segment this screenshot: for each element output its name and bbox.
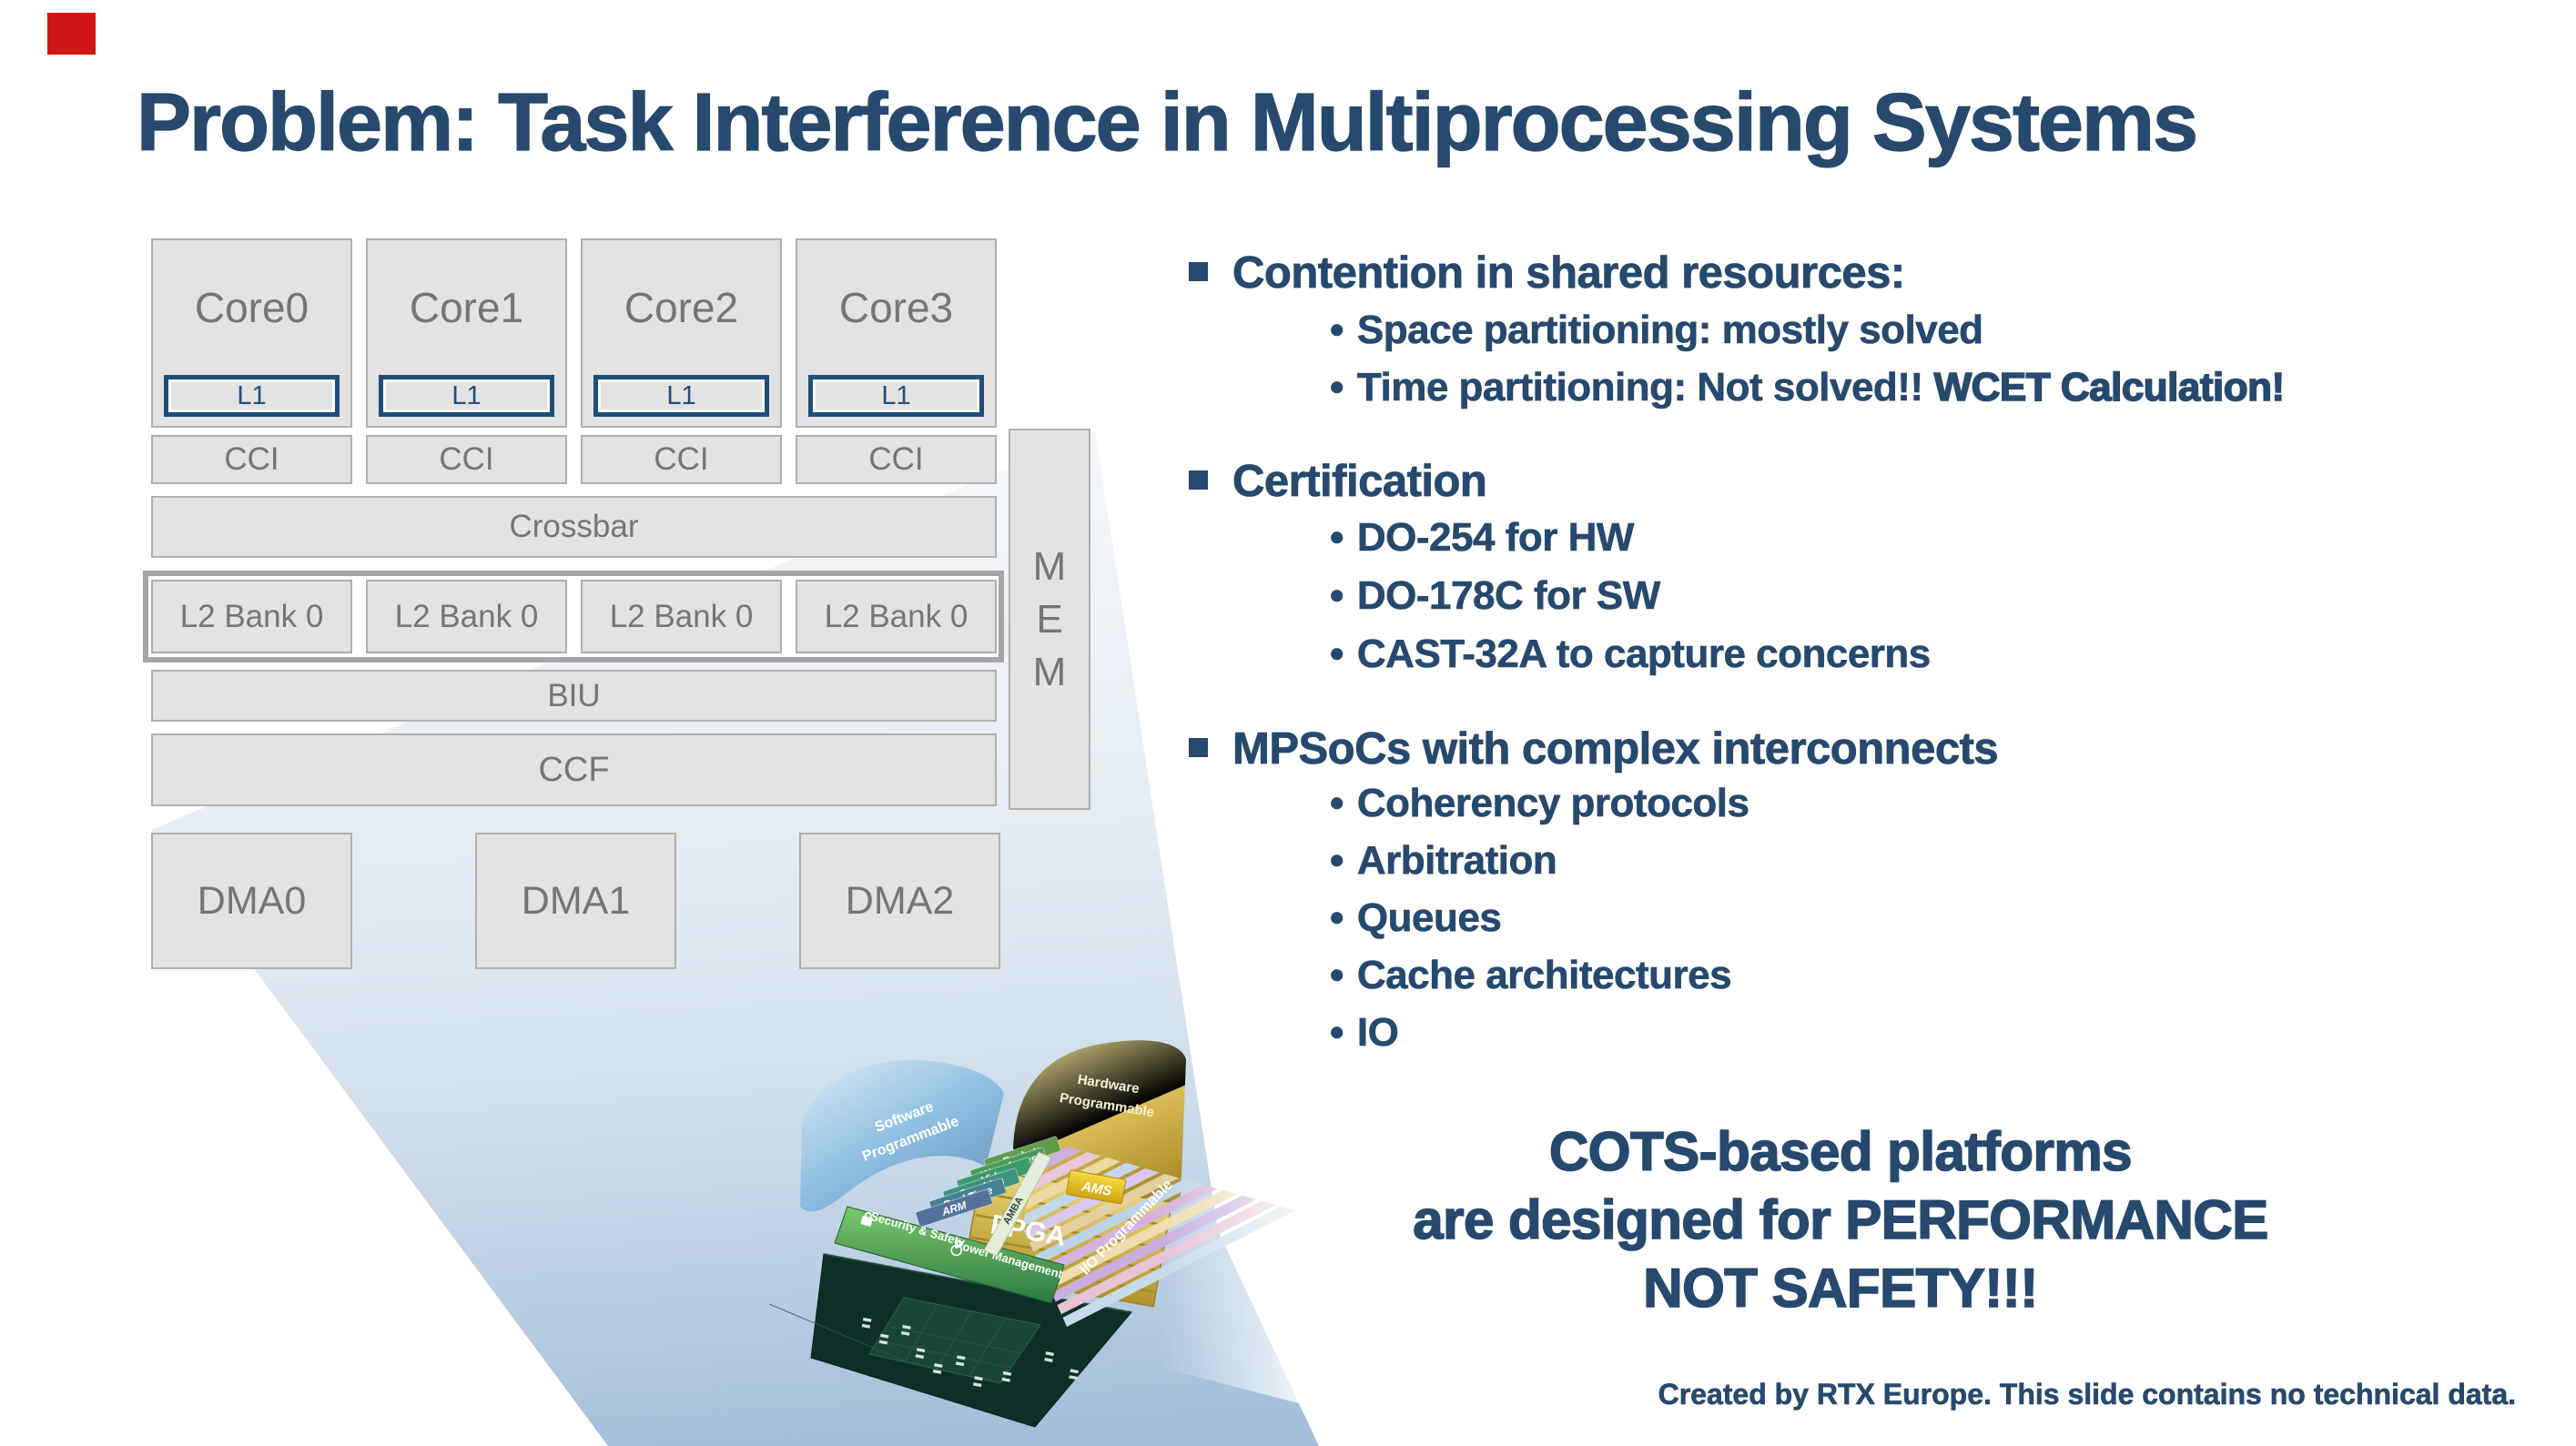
callout-line: are designed for PERFORMANCE [1412, 1188, 2269, 1251]
ccf-block: CCF [151, 733, 997, 806]
bullet-item: • DO-254 for HW [1330, 515, 1635, 561]
bullet-text-strong: WCET Calculation! [1933, 364, 2286, 410]
biu-block: BIU [151, 670, 997, 722]
bullet-item: • Coherency protocols [1330, 781, 1750, 826]
section-label: MPSoCs with complex interconnects [1232, 724, 1999, 774]
square-bullet-icon [1189, 738, 1208, 757]
bullet-text: IO [1356, 1010, 1400, 1056]
dot-bullet-icon: • [1330, 895, 1344, 941]
callout-line: NOT SAFETY!!! [1642, 1257, 2039, 1320]
dma-block: DMA0 [151, 833, 352, 969]
bullet-item: • Time partitioning: Not solved!!WCET Ca… [1330, 364, 2286, 410]
mem-letter: M [1032, 649, 1067, 694]
dma-block: DMA2 [799, 833, 1000, 969]
bullet-item: • Cache architectures [1330, 953, 1732, 998]
bullet-text: Cache architectures [1356, 953, 1732, 998]
core-label: Core1 [409, 284, 524, 331]
cci-block: CCI [796, 435, 997, 484]
dma-block: DMA1 [475, 833, 676, 969]
l1-cache-block: L1 [593, 375, 769, 417]
cci-block: CCI [581, 435, 782, 484]
red-corner-marker [47, 13, 96, 55]
footer-note: Created by RTX Europe. This slide contai… [1658, 1378, 2516, 1411]
chip-graphic: Software Programmable Hardware Programma… [769, 1040, 1326, 1428]
bullet-text: Space partitioning: mostly solved [1356, 308, 1984, 353]
mem-letter: M [1032, 543, 1067, 589]
bullet-item: • DO-178C for SW [1330, 573, 1661, 619]
core-label: Core2 [624, 284, 739, 331]
page-title: Problem: Task Interference in Multiproce… [136, 76, 2198, 168]
dot-bullet-icon: • [1330, 308, 1344, 353]
l2-bank-block: L2 Bank 0 [366, 580, 567, 653]
l1-cache-block: L1 [808, 375, 984, 417]
l2-cache-group: L2 Bank 0 L2 Bank 0 L2 Bank 0 L2 Bank 0 [143, 571, 1004, 662]
layer-stack: Packets Waveforms Video Graphics Real Ti… [915, 1136, 1061, 1228]
bullet-item: • Space partitioning: mostly solved [1330, 308, 1984, 353]
dot-bullet-icon: • [1330, 365, 1344, 410]
square-bullet-icon [1189, 262, 1208, 281]
square-bullet-icon [1189, 470, 1208, 490]
ams-label: AMS [1080, 1178, 1113, 1199]
bullet-text: DO-254 for HW [1356, 515, 1635, 561]
bullet-section: Contention in shared resources: [1189, 248, 1906, 298]
bullet-text: Arbitration [1356, 838, 1557, 884]
bullet-text: CAST-32A to capture concerns [1356, 632, 1932, 677]
bullet-item: • IO [1330, 1010, 1400, 1056]
core-block: Core2 L1 [581, 238, 782, 428]
dot-bullet-icon: • [1330, 781, 1344, 826]
dot-bullet-icon: • [1330, 953, 1344, 998]
l1-cache-block: L1 [164, 375, 340, 417]
ams-block: AMS [1066, 1169, 1127, 1205]
core-block: Core0 L1 [151, 238, 352, 428]
bullet-item: • Arbitration [1330, 838, 1557, 884]
bullet-text: DO-178C for SW [1356, 573, 1661, 619]
l1-cache-block: L1 [379, 375, 554, 417]
dot-bullet-icon: • [1330, 838, 1344, 884]
cci-block: CCI [366, 435, 567, 484]
core-label: Core0 [194, 284, 309, 331]
core-label: Core3 [838, 284, 954, 331]
bullet-item: • Queues [1330, 895, 1502, 941]
callout-line: COTS-based platforms [1548, 1120, 2133, 1183]
bullet-section: Certification [1189, 456, 1488, 507]
l2-bank-block: L2 Bank 0 [796, 580, 997, 653]
dot-bullet-icon: • [1330, 573, 1344, 619]
core-block: Core1 L1 [366, 238, 567, 428]
mem-letter: E [1036, 596, 1063, 642]
bullet-section: MPSoCs with complex interconnects [1189, 723, 1999, 774]
lock-icon [860, 1211, 873, 1227]
cots-callout: COTS-based platforms are designed for PE… [1358, 1117, 2323, 1322]
layer-bar: ARM [915, 1188, 993, 1228]
dot-bullet-icon: • [1330, 1010, 1344, 1056]
power-icon [950, 1244, 963, 1257]
dot-bullet-icon: • [1330, 515, 1344, 561]
section-label: Certification [1232, 457, 1488, 507]
bullet-text: Coherency protocols [1356, 781, 1750, 826]
bullet-text: Queues [1356, 895, 1502, 941]
l2-bank-block: L2 Bank 0 [151, 580, 352, 653]
l2-bank-block: L2 Bank 0 [581, 580, 782, 653]
mem-block: M E M [1009, 429, 1090, 810]
section-label: Contention in shared resources: [1232, 248, 1906, 298]
bullet-text: Time partitioning: Not solved!!WCET Calc… [1356, 364, 2286, 410]
crossbar-block: Crossbar [151, 496, 997, 558]
software-sheet: Software Programmable [800, 1059, 1004, 1212]
cci-block: CCI [151, 435, 352, 484]
core-block: Core3 L1 [796, 238, 997, 428]
bullet-item: • CAST-32A to capture concerns [1330, 632, 1932, 677]
dot-bullet-icon: • [1330, 632, 1344, 677]
